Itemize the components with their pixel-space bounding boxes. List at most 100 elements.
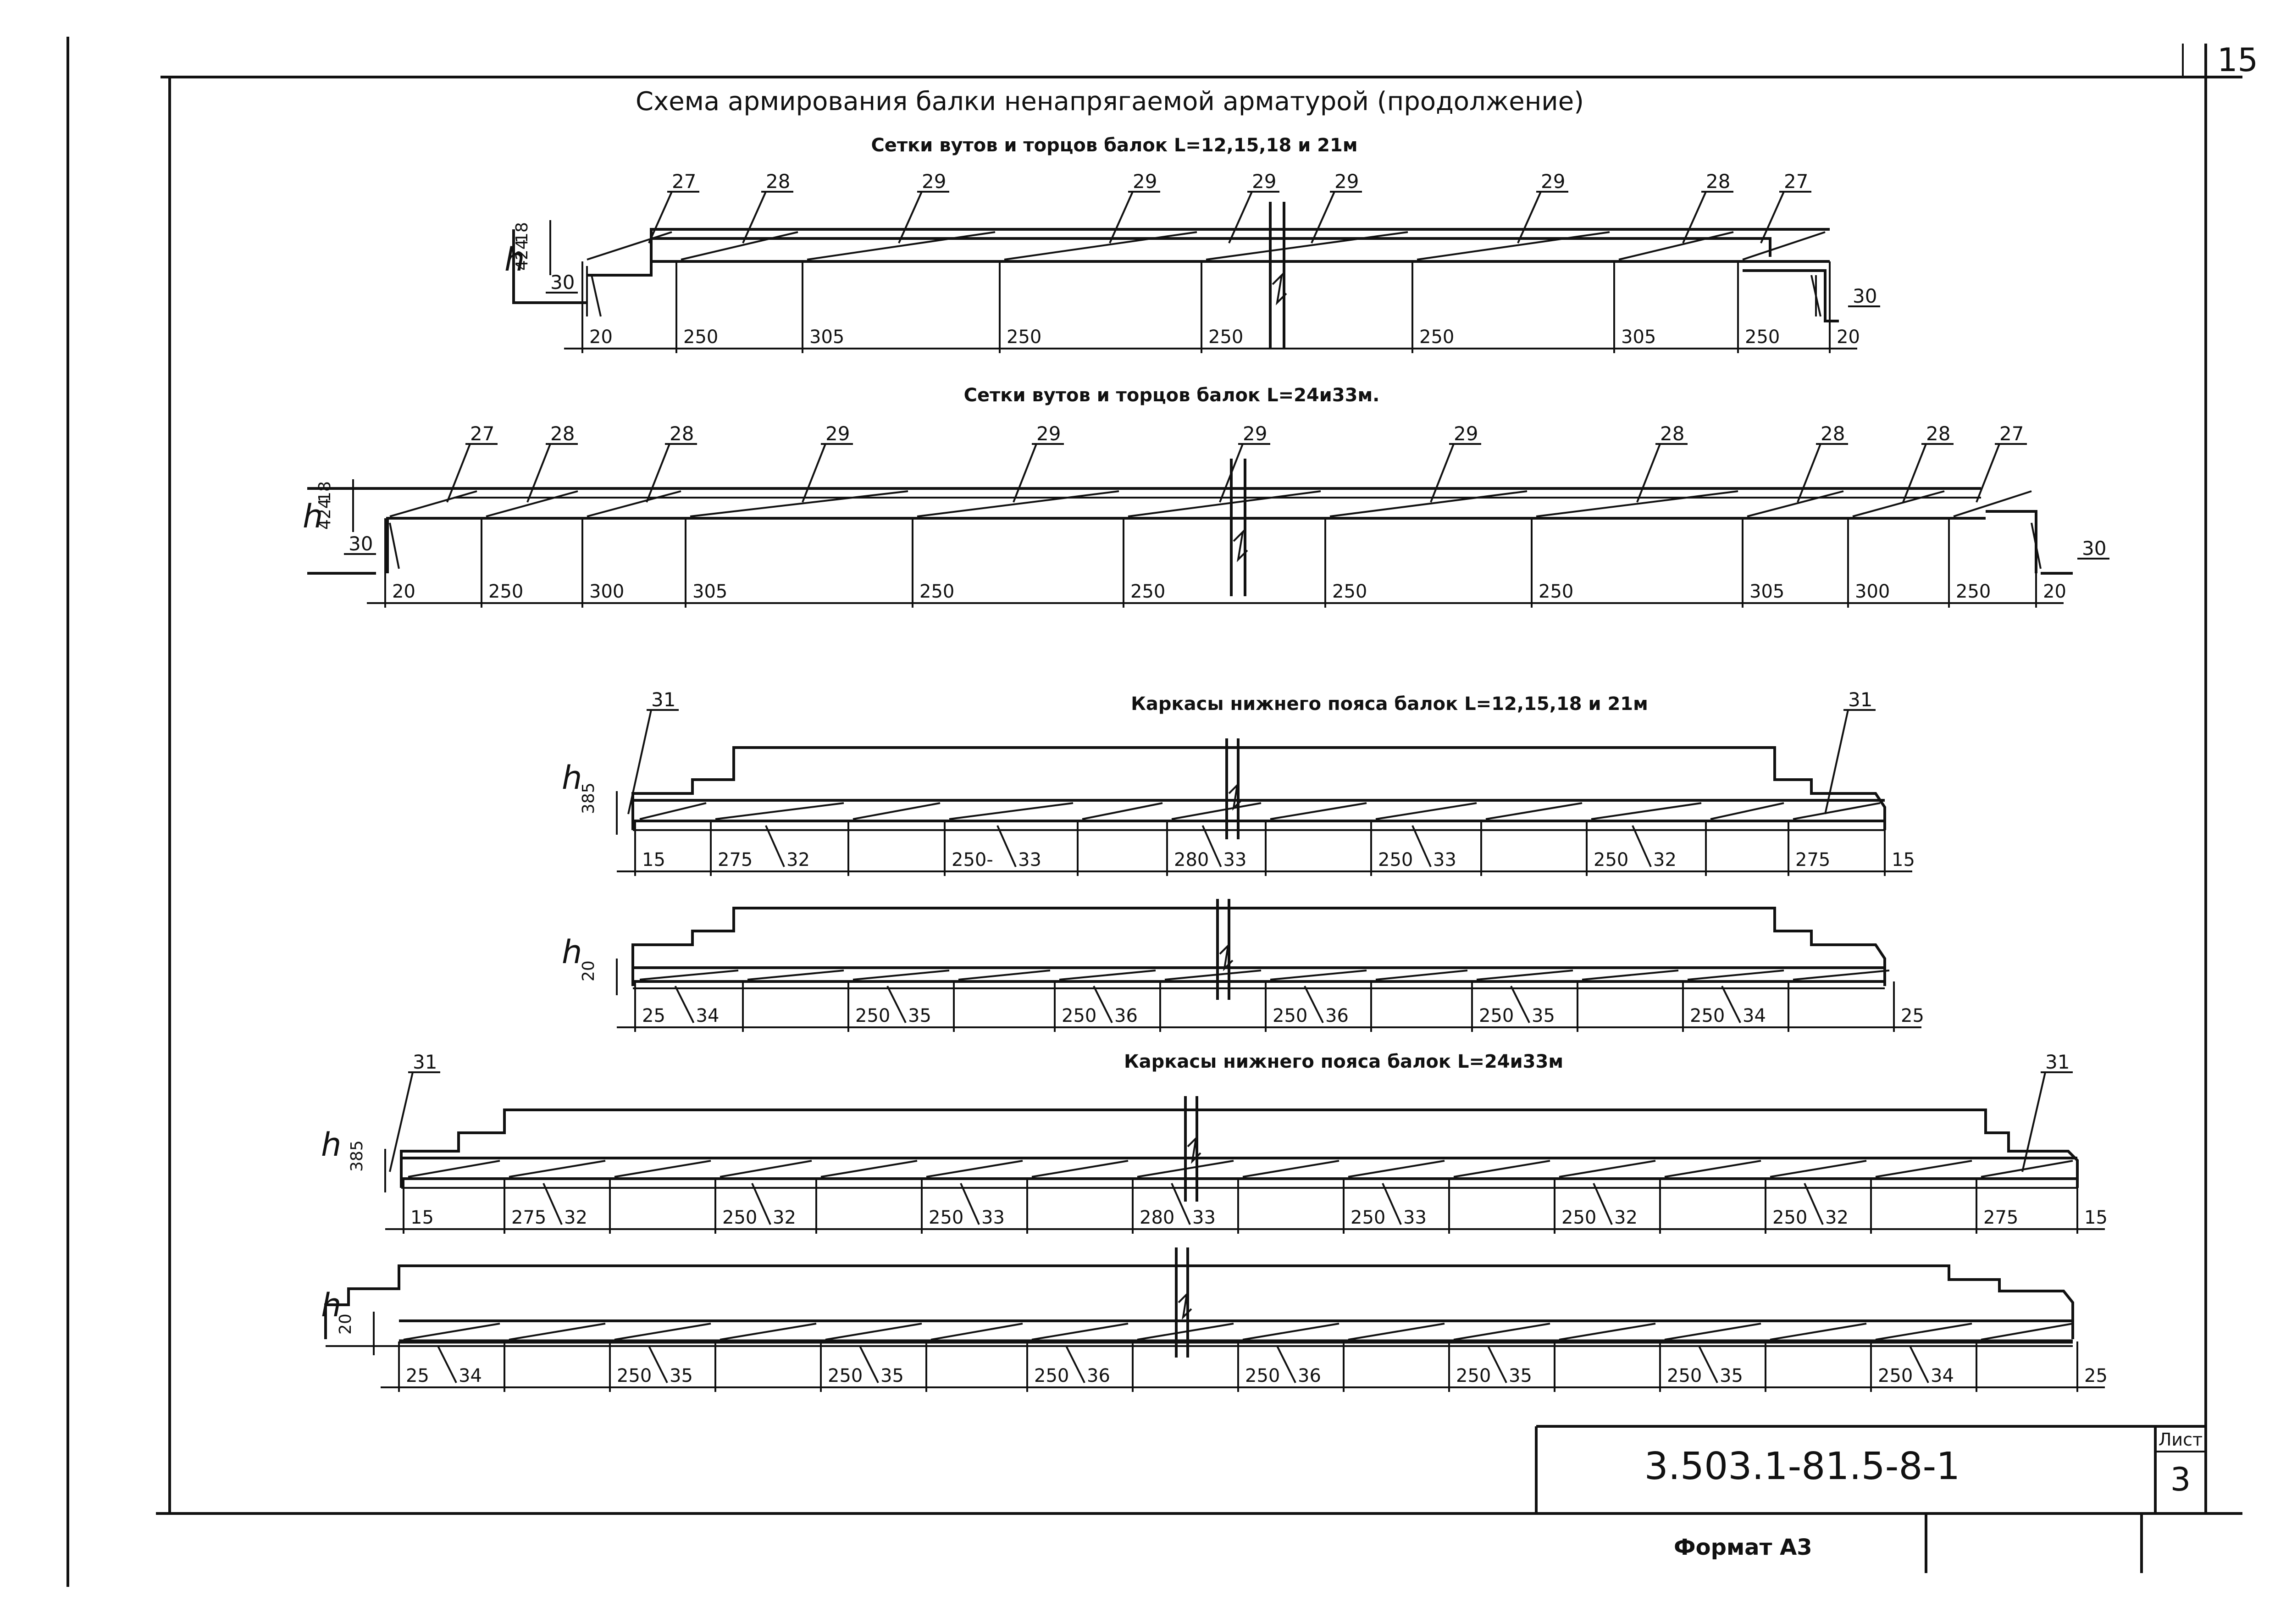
- section-s6-diagonal-bar: [1031, 1323, 1129, 1341]
- section-s3-bar-mark: 33: [1018, 849, 1041, 870]
- section-s5-bottom-dim: 275: [1983, 1207, 2018, 1228]
- section-s5-bottom-dim: 15: [2084, 1207, 2108, 1228]
- section-s5-callout-leader: [389, 1072, 414, 1172]
- section-s1-bottom-dim: 20: [589, 327, 613, 348]
- section-s1-callout: 27: [672, 170, 696, 193]
- section-s1-callout: 29: [1334, 170, 1359, 193]
- section-s1-callout: 29: [922, 170, 946, 193]
- section-s5-callout: 31: [413, 1051, 437, 1073]
- section-s3-bar-mark: 33: [1433, 849, 1456, 870]
- section-s1-left-dim: 424: [513, 239, 531, 271]
- section-s5-diagonal-bar: [1559, 1160, 1656, 1178]
- section-s2-bottom-dim: 250: [919, 581, 954, 602]
- section-s2-diagonal-bar: [486, 490, 578, 517]
- section-s6-leader: [648, 1346, 668, 1383]
- section-s5-diagonal-bar: [720, 1160, 812, 1178]
- section-s4-bottom-dim: 250: [1062, 1005, 1096, 1026]
- section-s6-bottom-dim: 25: [406, 1365, 429, 1386]
- section-s3-leader: [765, 825, 785, 867]
- section-s5-diagonal-bar: [1242, 1160, 1339, 1178]
- section-s2-bottom-dim: 305: [1749, 581, 1784, 602]
- section-s4-diagonal-bar: [747, 970, 844, 981]
- section-s4-bottom-dim: 25: [1901, 1005, 1924, 1026]
- section-s3-diagonal-bar: [715, 802, 844, 820]
- section-s5-callout: 31: [2045, 1051, 2070, 1073]
- section-s1-callout: 28: [1706, 170, 1730, 193]
- section-s6-bar-mark: 34: [1931, 1365, 1954, 1386]
- section-s2-bottom-dim: 250: [1539, 581, 1573, 602]
- section-s2-callout: 29: [825, 422, 850, 445]
- section-s1-callout: 29: [1252, 170, 1276, 193]
- section-s1-callout: 29: [1133, 170, 1157, 193]
- section-s5-bottom-dim: 280: [1140, 1207, 1174, 1228]
- section-s4-bar-mark: 34: [696, 1005, 720, 1026]
- section-s1-callout-leader: [1109, 191, 1134, 244]
- section-s5-leader: [960, 1183, 980, 1225]
- section-s1-end-callout: 30: [1853, 285, 1877, 307]
- section-s2-callout-leader: [1219, 443, 1244, 503]
- section-s2-diagonal-bar: [1747, 490, 1844, 517]
- section-s1-diagonal-bar: [1004, 231, 1197, 261]
- section-s5-diagonal-bar: [926, 1160, 1023, 1178]
- section-s3-diagonal-bar: [1710, 802, 1784, 820]
- section-s1-callout-leader: [1517, 191, 1542, 244]
- section-s4-leader: [1510, 986, 1530, 1023]
- section-s2-callout-leader: [646, 443, 670, 503]
- section-s1-callout-leader: [1682, 191, 1707, 244]
- document-code: 3.503.1-81.5-8-1: [1644, 1445, 1960, 1488]
- section-s2-callout: 27: [1999, 422, 2024, 445]
- section-s2-callout-leader: [1636, 443, 1661, 503]
- section-s4-bottom-dim: 250: [855, 1005, 890, 1026]
- section-s5-leader: [751, 1183, 771, 1225]
- section-s5-callout-leader: [2021, 1072, 2046, 1172]
- section-s5-h-label: h: [321, 1126, 341, 1164]
- section-s6-bar-mark: 36: [1298, 1365, 1321, 1386]
- section-s4-diagonal-bar: [1476, 970, 1573, 981]
- section-s5-bar-mark: 32: [1825, 1207, 1849, 1228]
- section-s5-diagonal-bar: [1875, 1160, 1972, 1178]
- section-s1-diagonal-bar: [1742, 231, 1826, 261]
- diagram-s6: [324, 1247, 2074, 1358]
- gap-break: [1216, 899, 1234, 1000]
- section-s2-bottom-dim: 300: [1855, 581, 1890, 602]
- section-s6-diagonal-bar: [1875, 1323, 1972, 1341]
- section-s4-bar-mark: 36: [1325, 1005, 1349, 1026]
- section-s4-leader: [1721, 986, 1741, 1023]
- section-s5-leader: [1593, 1183, 1613, 1225]
- section-s6-leader: [859, 1346, 879, 1383]
- section-s1-callout-leader: [648, 191, 673, 244]
- section-s2-left-dim: 18: [316, 481, 334, 502]
- gap-break: [1230, 459, 1248, 596]
- section-s3-diagonal-bar: [1270, 802, 1367, 820]
- section-s4-leader: [886, 986, 907, 1023]
- section-s6-diagonal-bar: [1242, 1323, 1339, 1341]
- section-s5-diagonal-bar: [509, 1160, 606, 1178]
- section-s2-callout: 28: [1821, 422, 1845, 445]
- section-s6-bar-mark: 35: [670, 1365, 693, 1386]
- section-s5-diagonal-bar: [614, 1160, 711, 1178]
- section-s3-bottom-dim: 15: [642, 849, 665, 870]
- section-s3-bottom-dim: 250: [1594, 849, 1628, 870]
- section-s3-diagonal-bar: [1793, 802, 1881, 820]
- gap-break: [1184, 1096, 1201, 1202]
- section-s2-diagonal-bar: [1852, 490, 1945, 517]
- section-s5-leader: [542, 1183, 563, 1225]
- section-s6-diagonal-bar: [1559, 1323, 1656, 1341]
- section-s1-callout-leader: [1311, 191, 1335, 244]
- section-s1-h-label: h: [504, 241, 525, 278]
- title-block: [1535, 1425, 2206, 1573]
- section-s6-diagonal-bar: [930, 1323, 1023, 1341]
- section-s1-diagonal-bar: [1618, 231, 1734, 261]
- section-s6-diagonal-bar: [614, 1323, 711, 1341]
- section-s5-diagonal-bar: [1137, 1160, 1234, 1178]
- section-s3-bar-mark: 32: [786, 849, 810, 870]
- section-s4-bar-mark: 34: [1743, 1005, 1766, 1026]
- section-s2-bottom-dim: 250: [1130, 581, 1165, 602]
- section-s6-diagonal-bar: [509, 1323, 606, 1341]
- section-s2-left-dim: 424: [316, 498, 334, 530]
- section-s2-callout: 29: [1454, 422, 1478, 445]
- section-s1-callout-leader: [898, 191, 923, 244]
- section-s6-bar-mark: 36: [1087, 1365, 1110, 1386]
- section-s5-diagonal-bar: [1031, 1160, 1129, 1178]
